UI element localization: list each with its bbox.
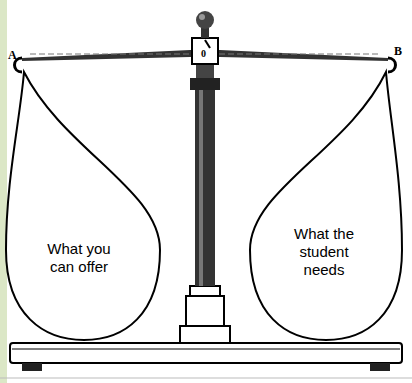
column-shaft xyxy=(195,90,215,286)
column-capital xyxy=(190,78,220,90)
finial-ball xyxy=(196,11,214,29)
pan-shape: What the student needs xyxy=(248,70,404,342)
side-strip xyxy=(0,0,7,383)
pedestal-block xyxy=(186,296,224,326)
pedestal-step xyxy=(180,326,230,343)
platform-edge xyxy=(12,349,400,350)
pan-outline xyxy=(248,70,404,342)
pan-shape: What you can offer xyxy=(4,70,162,342)
pointer xyxy=(205,40,210,48)
column-neck xyxy=(196,64,214,78)
platform-foot xyxy=(22,363,42,371)
hook xyxy=(388,58,396,72)
pan-path xyxy=(250,72,402,340)
point-letter: A xyxy=(8,48,17,63)
pivot-box xyxy=(192,38,218,64)
pan-path xyxy=(6,72,160,340)
column-highlight xyxy=(199,90,203,286)
point-letter: 0 xyxy=(201,48,206,59)
pan-text: What the student needs xyxy=(284,225,364,279)
pan-text: What you can offer xyxy=(34,240,124,276)
ground-line xyxy=(0,378,412,379)
pan-outline xyxy=(4,70,162,342)
base-platform xyxy=(10,343,402,363)
platform-foot xyxy=(370,363,390,371)
pedestal-cap xyxy=(190,286,220,296)
point-letter: B xyxy=(394,44,402,59)
finial-shine xyxy=(199,14,205,20)
finial-stem xyxy=(201,28,209,38)
